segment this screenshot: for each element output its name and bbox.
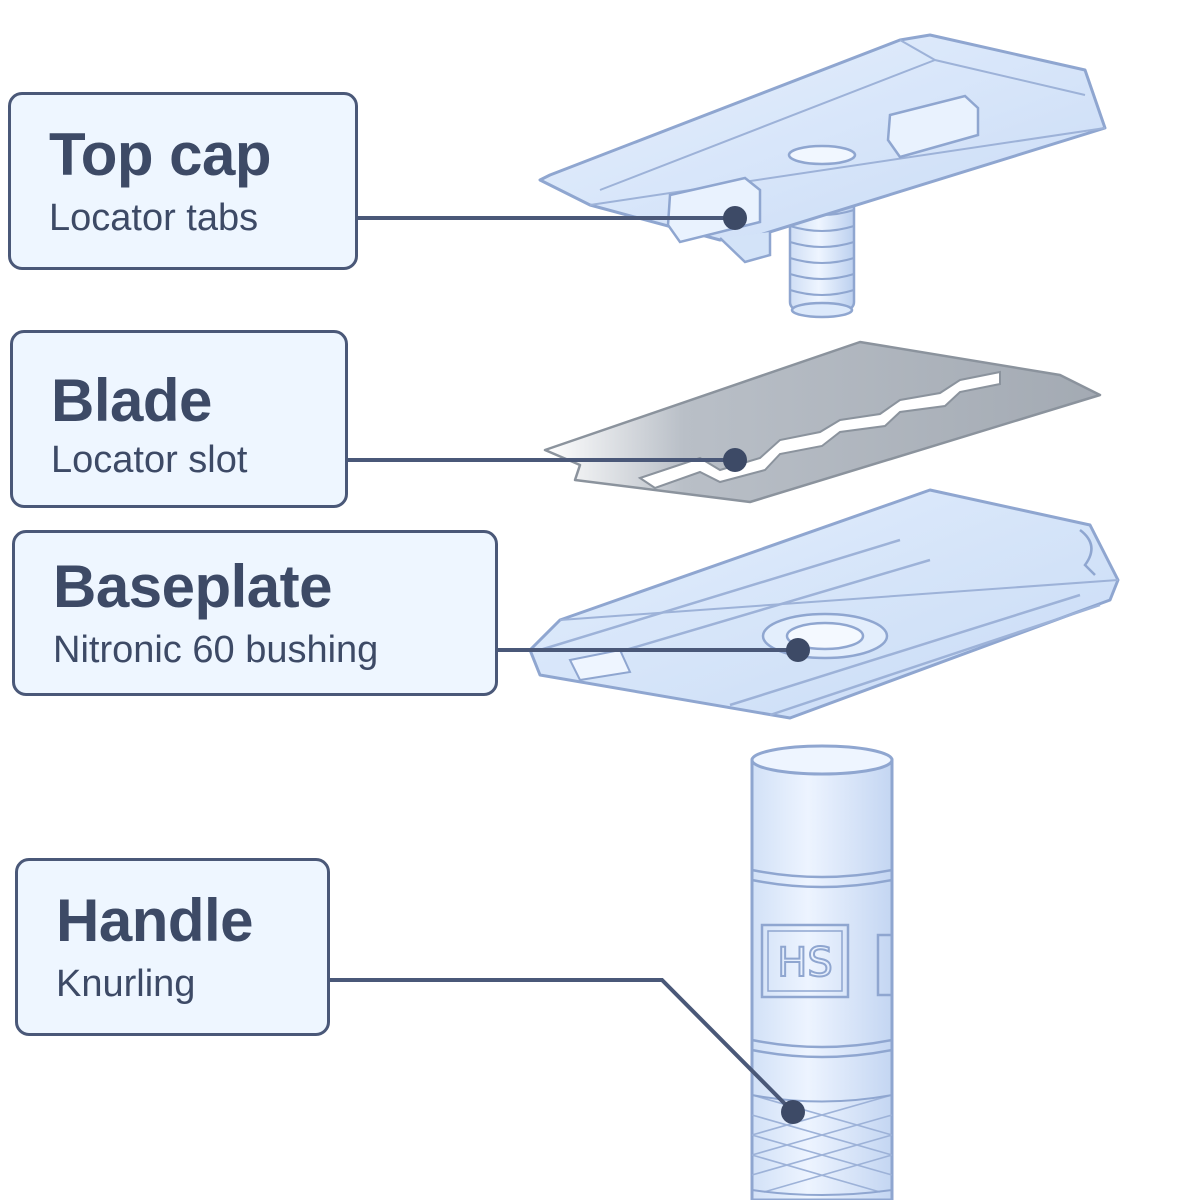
dot-top-cap [723,206,747,230]
label-top-cap: Top cap Locator tabs [8,92,358,270]
dot-handle [781,1100,805,1124]
dot-baseplate [786,638,810,662]
leader-lines [330,216,798,1114]
top-cap-illustration [538,33,1107,319]
label-handle-feature: Knurling [56,963,196,1005]
label-blade-feature: Locator slot [51,439,248,481]
dot-blade [723,448,747,472]
label-handle: Handle Knurling [15,858,330,1036]
baseplate-illustration [528,488,1120,720]
label-top-cap-title: Top cap [49,121,272,188]
label-baseplate-title: Baseplate [53,553,332,620]
leader-dots [723,206,810,1124]
label-blade-title: Blade [51,367,212,434]
hs-logo-icon: HS [760,923,894,999]
handle-knurling [751,1094,893,1196]
handle-illustration: HS [750,744,894,1200]
blade-locator-slot [637,370,1001,490]
label-blade: Blade Locator slot [10,330,348,508]
label-baseplate-feature: Nitronic 60 bushing [53,629,379,671]
label-top-cap-feature: Locator tabs [49,197,259,239]
svg-text:HS: HS [777,940,832,986]
label-baseplate: Baseplate Nitronic 60 bushing [12,530,498,696]
label-handle-title: Handle [56,887,254,954]
leader-handle [330,978,795,1114]
top-cap-locator-tab-rear [886,94,980,159]
blade-illustration [543,340,1102,504]
